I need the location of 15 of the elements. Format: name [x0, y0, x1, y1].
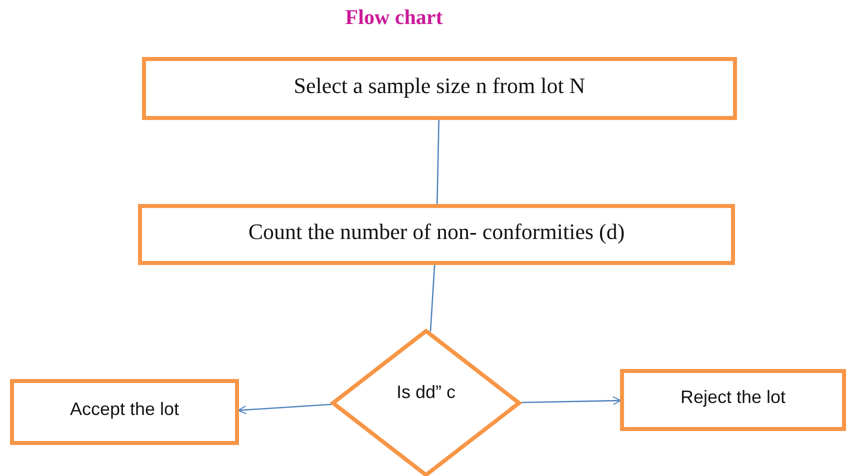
arrow	[521, 396, 622, 406]
node-label: Reject the lot	[680, 386, 786, 408]
node-label: Select a sample size n from lot N	[294, 72, 586, 98]
chart-title: Flow chart	[344, 5, 444, 30]
process-box	[10, 379, 239, 445]
process-box	[142, 57, 737, 120]
connector-line	[430, 264, 436, 332]
process-box	[620, 369, 846, 431]
process-box	[138, 204, 735, 265]
node-label: Is dd” c	[396, 382, 456, 402]
arrow	[238, 404, 332, 414]
node-label: Accept the lot	[70, 398, 180, 420]
connector-line	[436, 120, 440, 204]
decision-diamond	[330, 328, 522, 476]
node-label: Count the number of non- conformities (d)	[248, 218, 625, 244]
